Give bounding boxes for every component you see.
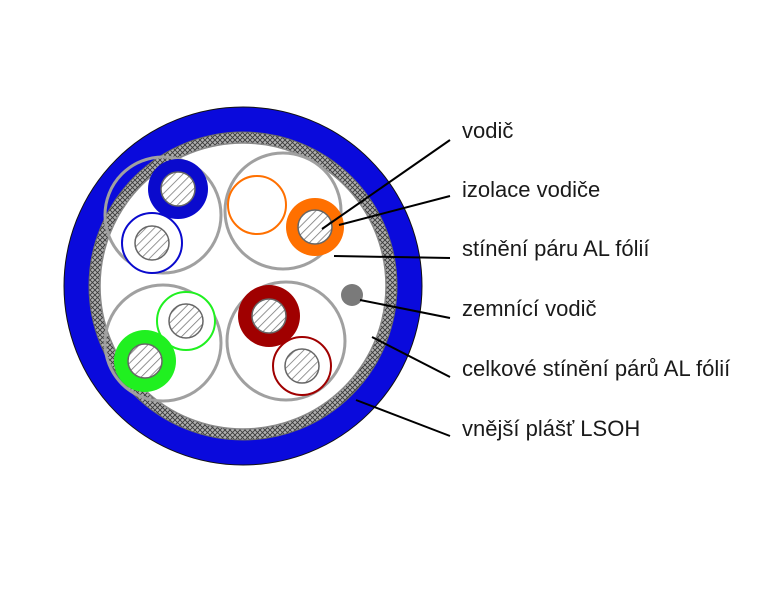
leader-overall-shield — [371, 336, 451, 378]
leader-conductor — [321, 139, 451, 230]
label-outer-jacket: vnější plášť LSOH — [462, 416, 640, 441]
leader-lines — [321, 139, 451, 437]
conductor-orange-solid — [297, 209, 333, 245]
pair-blue — [103, 155, 223, 275]
pair-green — [103, 283, 223, 403]
leader-pair-shield — [333, 255, 451, 259]
insulation-striped-orange — [227, 175, 287, 235]
leader-outer-jacket — [355, 399, 451, 437]
pair-brown — [225, 280, 347, 402]
label-ground-wire: zemnící vodič — [462, 296, 597, 321]
label-conductor: vodič — [462, 118, 513, 143]
pair-shield-orange — [223, 151, 343, 271]
pair-shield-green — [103, 283, 223, 403]
conductor-blue-solid — [160, 171, 196, 207]
leader-conductor-insulation — [338, 195, 451, 226]
pair-shield-brown — [225, 280, 347, 402]
conductor-green-solid — [127, 343, 163, 379]
pair-shield-blue — [103, 155, 223, 275]
pair-orange — [223, 151, 344, 271]
label-conductor-insulation: izolace vodiče — [462, 177, 600, 202]
conductor-green-striped — [168, 303, 204, 339]
ground-wire — [341, 284, 363, 306]
label-overall-shield: celkové stínění párů AL fólií — [462, 356, 730, 381]
conductor-brown-solid — [251, 298, 287, 334]
label-pair-shield: stínění páru AL fólií — [462, 236, 650, 261]
conductor-blue-striped — [134, 225, 170, 261]
leader-ground-wire — [359, 299, 451, 319]
conductor-brown-striped — [284, 348, 320, 384]
